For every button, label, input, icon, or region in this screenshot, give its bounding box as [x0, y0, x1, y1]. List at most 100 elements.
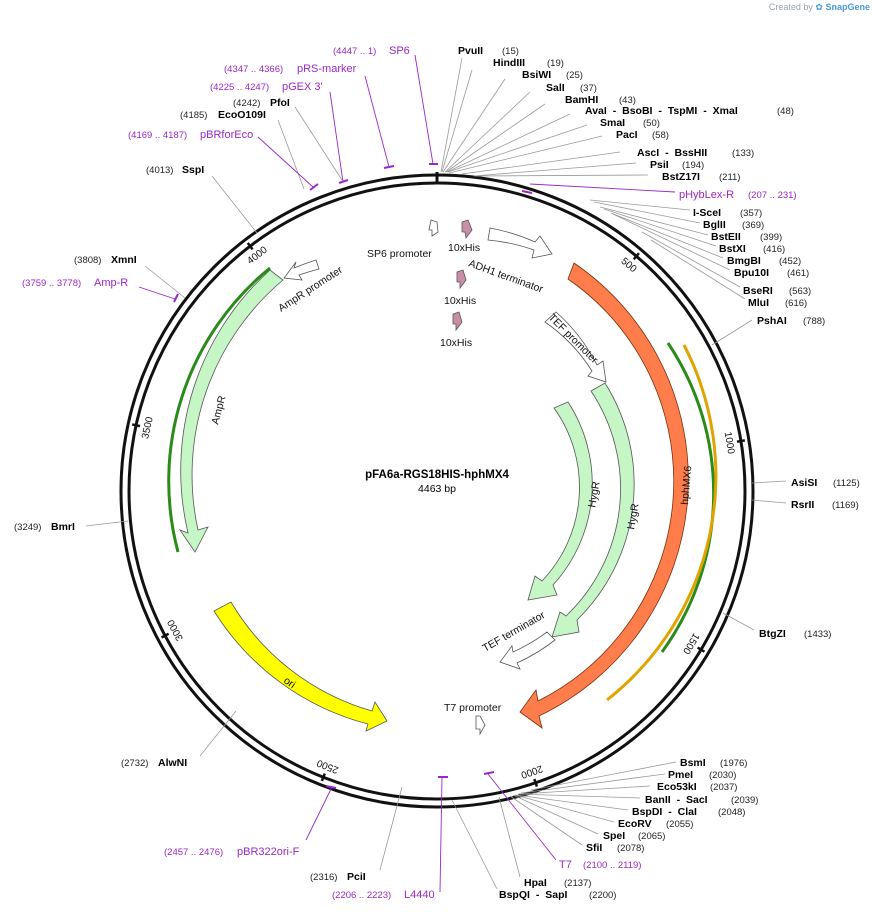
site-btgzi: BtgZI(1433): [722, 612, 831, 640]
site-paci: PacI(58): [448, 129, 669, 174]
tick-mark: [246, 242, 254, 251]
feature-10xhis-arrow-1: [461, 219, 473, 239]
svg-text:(461): (461): [787, 268, 809, 279]
svg-text:(207 .. 231): (207 .. 231): [748, 190, 797, 201]
feature-label-hygr-1: HygR: [586, 480, 602, 508]
credit-prefix: Created by: [768, 2, 813, 12]
feature-adh1-terminator-arrow: [487, 227, 553, 259]
svg-text:(58): (58): [652, 130, 669, 141]
site-bsteii: BstEII(399): [599, 206, 782, 243]
svg-text:(3249): (3249): [14, 522, 41, 533]
primer-t7: T7(2100 .. 2119): [483, 771, 641, 871]
site-aval-group: AvaI - BsoBI - TspMI - XmaI(48): [446, 105, 794, 173]
tick-mark: [320, 773, 326, 782]
primer-amp-r: Amp-R(3759 .. 3778): [22, 277, 179, 303]
svg-text:(2732): (2732): [121, 758, 148, 769]
feature-ampr-promoter-arrow: [283, 259, 320, 281]
svg-text:BsiWI: BsiWI: [522, 69, 551, 81]
feature-sp6-promoter-arrow: [428, 219, 439, 237]
tick-label: 3000: [166, 617, 186, 642]
site-rsrii: RsrII(1169): [751, 499, 859, 511]
site-ecorv: EcoRV(2055): [514, 794, 693, 830]
svg-text:(369): (369): [742, 220, 764, 231]
tick-mark: [736, 439, 746, 443]
tick-mark: [696, 646, 706, 653]
svg-text:(452): (452): [779, 256, 801, 267]
svg-text:(133): (133): [732, 148, 754, 159]
site-pvuii: PvuII(15): [440, 45, 519, 173]
feature-label-ampr: AmpR: [209, 394, 228, 426]
site-smai: SmaI(50): [447, 117, 660, 173]
svg-text:SfiI: SfiI: [586, 842, 602, 854]
svg-text:AsiSI: AsiSI: [791, 477, 817, 489]
svg-text:(4347 .. 4366): (4347 .. 4366): [224, 64, 283, 75]
site-bsmi: BsmI(1976): [530, 757, 747, 791]
svg-text:(43): (43): [619, 95, 636, 106]
svg-text:(2048): (2048): [718, 807, 745, 818]
plasmid-length: 4463 bp: [418, 483, 456, 495]
site-sali: SalI (37): [444, 82, 597, 173]
svg-text:(616): (616): [785, 298, 807, 309]
site-bglii: BglII(369): [593, 201, 764, 231]
site-ecoo109i: EcoO109I(4185): [180, 109, 305, 190]
svg-text:PsiI: PsiI: [650, 159, 669, 171]
site-sfii: SfiI(2078): [509, 795, 644, 854]
feature-label-sp6-promoter: SP6 promoter: [367, 248, 432, 260]
svg-text:EcoRV: EcoRV: [618, 818, 652, 830]
svg-text:PshAI: PshAI: [757, 315, 787, 327]
svg-text:(3759 .. 3778): (3759 .. 3778): [22, 278, 81, 289]
svg-text:(2200): (2200): [589, 890, 616, 901]
site-pshai: PshAI(788): [711, 315, 825, 346]
svg-text:Bpu10I: Bpu10I: [734, 267, 769, 279]
svg-text:(4013): (4013): [146, 165, 173, 176]
site-bstxi: BstXI (416): [603, 208, 785, 255]
tick-mark: [632, 252, 640, 261]
tick-mark: [131, 423, 141, 428]
site-pfoi: PfoI(4242): [233, 97, 343, 181]
svg-text:BstEII: BstEII: [711, 231, 741, 243]
svg-text:(4169 .. 4187): (4169 .. 4187): [128, 130, 187, 141]
svg-text:BstZ17I: BstZ17I: [662, 171, 700, 183]
svg-text:BmrI: BmrI: [51, 521, 75, 533]
svg-text:(1169): (1169): [832, 500, 859, 511]
svg-text:(2316): (2316): [310, 872, 337, 883]
svg-text:AlwNI: AlwNI: [158, 757, 187, 769]
site-sspi: SspI(4013): [146, 164, 258, 234]
svg-text:BmgBI: BmgBI: [727, 255, 761, 267]
svg-text:(2030): (2030): [709, 770, 736, 781]
svg-text:MluI: MluI: [748, 297, 769, 309]
site-bseri: BseRI(563): [641, 231, 811, 297]
feature-ampr-outline-arrow: [167, 266, 271, 553]
svg-text:(416): (416): [763, 244, 785, 255]
svg-text:(2206 .. 2223): (2206 .. 2223): [332, 890, 391, 901]
site-i-scei: I-SceI(357): [589, 199, 762, 219]
site-hpai: HpaI(2137): [498, 796, 591, 889]
svg-text:(4447 .. 1): (4447 .. 1): [333, 46, 376, 57]
svg-text:(25): (25): [566, 70, 583, 81]
svg-text:HpaI: HpaI: [524, 877, 547, 889]
svg-text:pHybLex-R: pHybLex-R: [679, 189, 734, 201]
primer-pgex3: pGEX 3'(4225 .. 4247): [210, 81, 349, 184]
svg-text:Eco53kI: Eco53kI: [657, 781, 697, 793]
feature-tef-promoter-arrow: [544, 311, 607, 383]
primer-l4440: L4440 (2206 .. 2223): [332, 776, 448, 901]
site-annotations: PvuII(15) HindIII(19) BsiWI(25) SalI(37)…: [14, 45, 860, 901]
tick-label: 3500: [140, 415, 156, 440]
svg-text:PmeI: PmeI: [668, 769, 693, 781]
svg-text:(1125): (1125): [833, 478, 860, 489]
svg-text:XmnI: XmnI: [111, 254, 137, 266]
svg-text:BstXI: BstXI: [719, 243, 746, 255]
primer-sp6: SP6(4447 .. 1): [333, 45, 438, 165]
tick-mark: [160, 632, 170, 639]
site-pcii: PciI (2316): [310, 786, 403, 883]
snapgene-logo-icon: ✿: [815, 2, 823, 12]
svg-text:SpeI: SpeI: [603, 830, 625, 842]
svg-text:HindIII: HindIII: [493, 57, 525, 69]
svg-text:(37): (37): [580, 83, 597, 94]
site-psii: PsiI(194): [473, 159, 704, 177]
svg-text:L4440: L4440: [404, 889, 435, 901]
features: hphMX6 HygR HygR AmpR ori SP6 promoter A…: [167, 219, 718, 736]
svg-text:SalI: SalI: [546, 82, 565, 94]
svg-text:PciI: PciI: [347, 871, 366, 883]
svg-text:(2065): (2065): [638, 831, 665, 842]
